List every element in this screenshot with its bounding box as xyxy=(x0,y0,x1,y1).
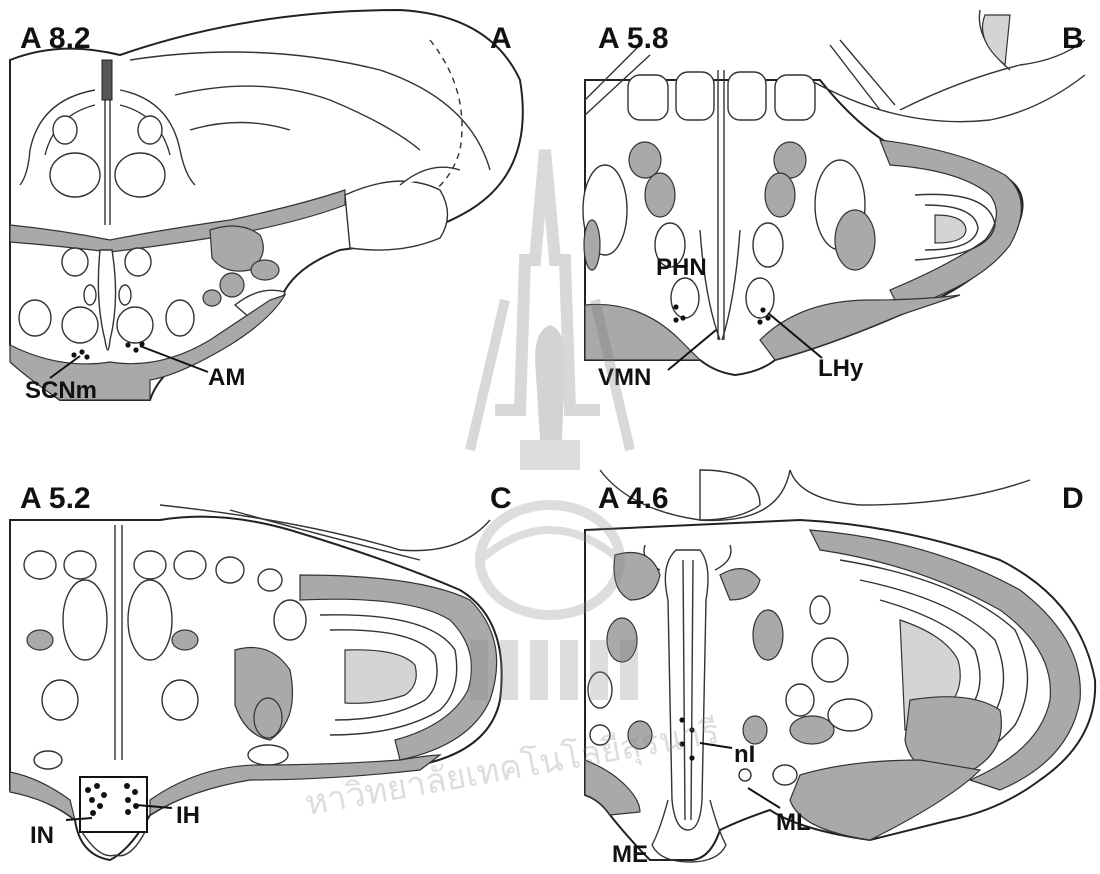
label-am: AM xyxy=(208,364,245,391)
panel-d-section: A 4.6 xyxy=(598,482,669,515)
label-me: ME xyxy=(612,841,648,868)
panel-c: A 5.2 C IN IH xyxy=(10,482,512,860)
panel-d-letter: D xyxy=(1062,482,1084,515)
panel-b-letter: B xyxy=(1062,22,1084,55)
panel-d: A 4.6 D nI ML ME xyxy=(585,470,1095,868)
panel-c-section: A 5.2 xyxy=(20,482,91,515)
label-ih: IH xyxy=(176,802,200,829)
panel-b: A 5.8 B PHN VMN LHy xyxy=(583,10,1085,391)
label-in: IN xyxy=(30,822,54,849)
label-ml: ML xyxy=(776,809,811,836)
panel-a: A 8.2 A SCNm AM xyxy=(10,10,523,404)
label-lhy: LHy xyxy=(818,355,864,382)
label-phn: PHN xyxy=(656,254,707,281)
label-scnm: SCNm xyxy=(25,377,97,404)
panel-a-section: A 8.2 xyxy=(20,22,91,55)
panel-a-letter: A xyxy=(490,22,512,55)
panel-b-section: A 5.8 xyxy=(598,22,669,55)
label-ni: nI xyxy=(734,741,755,768)
